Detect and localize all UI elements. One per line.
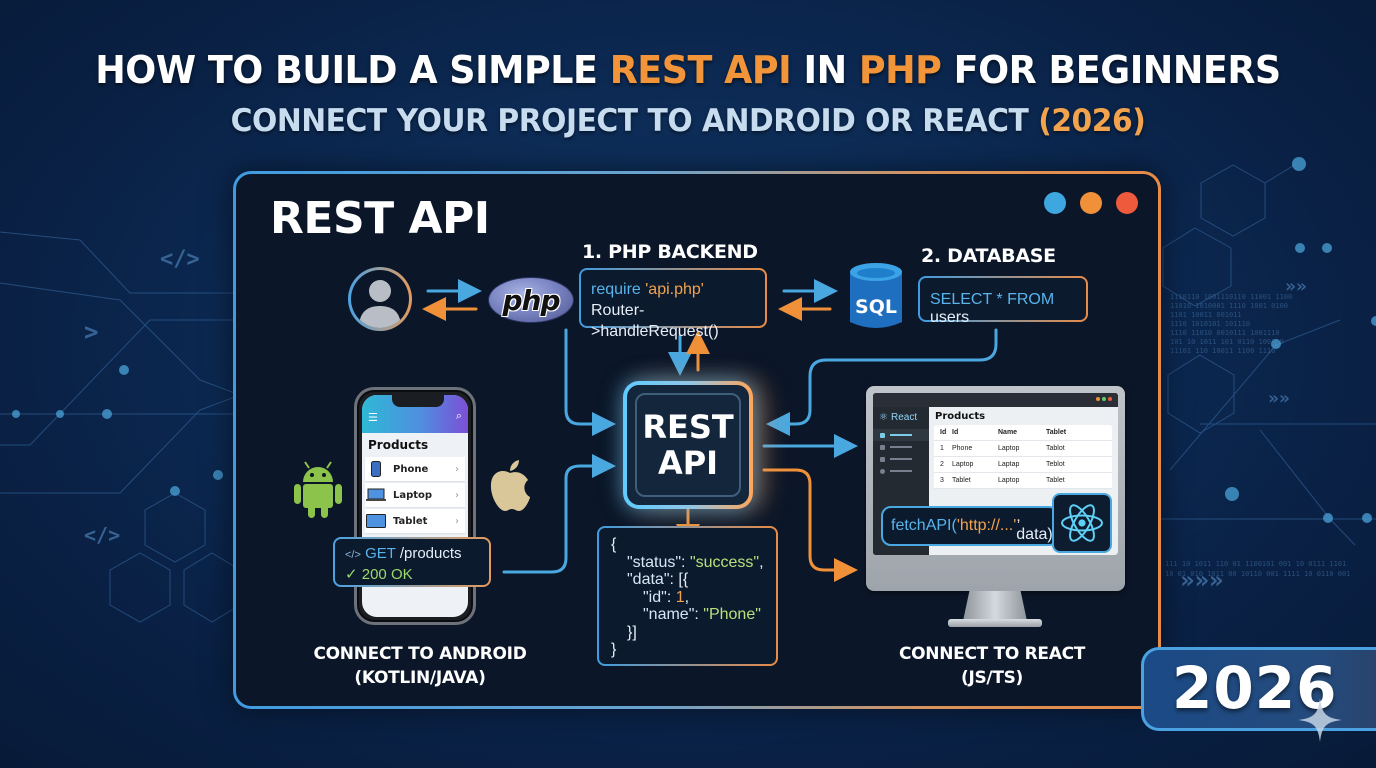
- svg-text:>: >: [84, 318, 98, 346]
- react-atom-icon: [1061, 504, 1103, 542]
- laptop-icon: [365, 488, 387, 502]
- svg-text:»»»: »»»: [1180, 566, 1223, 594]
- json-line: }: [611, 641, 617, 658]
- android-icon: [294, 461, 342, 518]
- backend-code-line-2: Router->handleRequest(): [591, 302, 719, 340]
- fetch-call-box: fetchAPI('http://...', data): [881, 506, 1059, 546]
- json-line: "name": "Phone": [643, 606, 761, 623]
- json-line: "status": "success",: [627, 553, 764, 571]
- json-line: "id": 1,: [643, 588, 690, 606]
- database-query-box: SELECT * FROM users: [918, 276, 1088, 326]
- user-icon: [359, 280, 401, 328]
- sidebar-item[interactable]: [873, 441, 929, 453]
- svg-text:»»: »»: [1285, 276, 1307, 297]
- svg-text:111 10 1011 110 01 1100101 001: 111 10 1011 110 01 1100101 001 10 0111 1…: [1165, 560, 1346, 568]
- backend-code-box: require 'api.php' Router->handleRequest(…: [579, 268, 767, 340]
- sidebar-item[interactable]: [873, 453, 929, 465]
- sidebar-item[interactable]: [873, 429, 929, 441]
- react-caption: CONNECT TO REACT (JS/TS): [898, 644, 1086, 688]
- monitor-stand: [963, 591, 1027, 621]
- code-icon: </>: [345, 549, 361, 561]
- svg-text:1110 1010101 101110: 1110 1010101 101110: [1170, 320, 1250, 328]
- arrow-core-to-react-orange: [762, 468, 858, 582]
- phone-screen-title: Products: [368, 438, 429, 452]
- svg-text:</>: </>: [84, 523, 120, 547]
- arrow-db-to-core: [766, 328, 998, 436]
- chevron-right-icon: ›: [455, 515, 459, 527]
- json-line: {: [611, 536, 617, 553]
- user-avatar: [348, 267, 412, 331]
- svg-text:11101 110 10011 1100 1110: 11101 110 10011 1100 1110: [1170, 347, 1275, 355]
- json-line: }]: [627, 623, 637, 641]
- menu-icon[interactable]: ☰: [368, 412, 378, 424]
- svg-text:1110110 1001110110 11001 1100: 1110110 1001110110 11001 1100: [1170, 293, 1292, 301]
- page-subtitle: CONNECT YOUR PROJECT TO ANDROID OR REACT…: [230, 103, 1146, 139]
- window-dot-blue: [1044, 192, 1066, 214]
- svg-text:1110 11010 0010111 1001110: 1110 11010 0010111 1001110: [1170, 329, 1280, 337]
- phone-app-bar: ☰ ⌕: [362, 395, 468, 433]
- svg-text:11010 1010001 1110 1001 0100: 11010 1010001 1110 1001 0100: [1170, 302, 1288, 310]
- check-icon: ✓: [345, 566, 358, 583]
- year-badge: 2026: [1141, 647, 1376, 731]
- monitor-base: [948, 619, 1042, 627]
- svg-text:10 01 010 1011 00 10110 001 11: 10 01 010 1011 00 10110 001 1111 10 0110…: [1165, 570, 1350, 578]
- chevron-right-icon: ›: [455, 489, 459, 501]
- svg-text:1101 10011 001011: 1101 10011 001011: [1170, 311, 1242, 319]
- window-dot-orange: [1080, 192, 1102, 214]
- sparkle-icon: [1298, 698, 1342, 742]
- window-dot-red: [1116, 192, 1138, 214]
- phone-mockup: ☰ ⌕ Products Phone› Laptop› Tablet›: [354, 387, 476, 625]
- arrow-android-to-core: [502, 454, 616, 574]
- backend-label: 1. PHP BACKEND: [582, 241, 758, 263]
- page-title: HOW TO BUILD A SIMPLE REST API IN PHP FO…: [95, 48, 1281, 92]
- json-response-box: { "status": "success","data": [{"id": 1,"…: [597, 526, 778, 666]
- php-logo: php: [489, 278, 573, 322]
- react-badge: [1052, 493, 1112, 553]
- panel-title: REST API: [270, 193, 490, 244]
- rest-core-line2: API: [657, 444, 719, 482]
- arrow-php-to-core: [564, 328, 616, 436]
- database-icon: [850, 263, 902, 328]
- apple-icon: [490, 460, 530, 511]
- tablet-icon: [365, 514, 387, 528]
- sidebar-item[interactable]: [873, 465, 929, 477]
- phone-list-item[interactable]: Laptop›: [365, 483, 465, 507]
- phone-list-item[interactable]: Tablet›: [365, 509, 465, 533]
- http-request-box: </> GET /products ✓ 200 OK: [333, 537, 491, 587]
- phone-list-item[interactable]: Phone›: [365, 457, 465, 481]
- chevron-right-icon: ›: [455, 463, 459, 475]
- rest-api-core: REST API: [623, 381, 753, 509]
- react-logo-icon: ⚛: [879, 412, 888, 423]
- database-label: 2. DATABASE: [921, 245, 1056, 267]
- svg-text:</>: </>: [160, 247, 200, 272]
- phone-icon: [365, 461, 387, 477]
- backend-code-line-1: require 'api.php': [591, 281, 704, 298]
- database-icon-label: SQL: [855, 296, 897, 318]
- svg-text:»»: »»: [1268, 388, 1290, 409]
- react-table-title: Products: [935, 411, 986, 422]
- json-line: "data": [{: [627, 571, 689, 588]
- svg-text:101 10 1011 101 0110 100110: 101 10 1011 101 0110 100110: [1170, 338, 1284, 346]
- android-caption: CONNECT TO ANDROID (KOTLIN/JAVA): [313, 644, 527, 688]
- search-icon[interactable]: ⌕: [455, 410, 462, 422]
- rest-core-line1: REST: [642, 408, 734, 446]
